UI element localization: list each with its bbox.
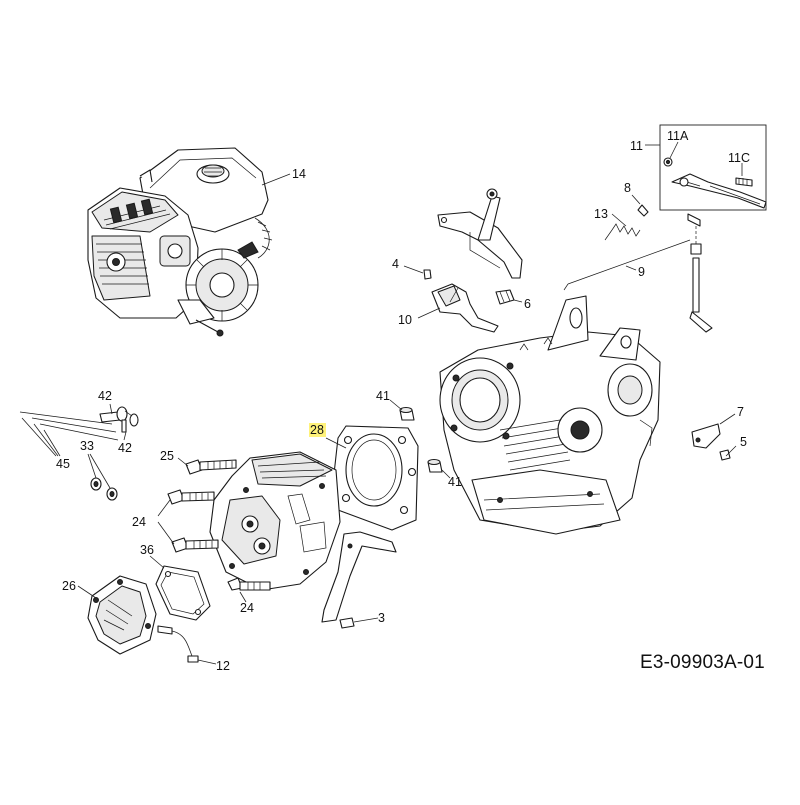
part-small-bracket <box>691 423 721 449</box>
part-head-gasket <box>331 425 419 531</box>
drawing-code: E3-09903A-01 <box>640 652 765 673</box>
part-cylinder-head <box>209 451 341 591</box>
callout-3: 3 <box>378 611 385 625</box>
part-valve <box>99 406 139 433</box>
part-screw-5 <box>719 445 737 461</box>
callout-5: 5 <box>740 435 747 449</box>
callout-7: 7 <box>737 405 744 419</box>
part-bolt-24b <box>171 537 219 553</box>
part-screw-4 <box>423 269 432 280</box>
callout-4: 4 <box>392 257 399 271</box>
part-breather-tube <box>157 625 199 663</box>
callout-28: 28 <box>310 423 324 437</box>
callout-14: 14 <box>292 167 306 181</box>
callout-6: 6 <box>524 297 531 311</box>
callout-33: 33 <box>80 439 94 453</box>
part-governor-bracket <box>437 188 523 279</box>
callout-24-lower: 24 <box>240 601 254 615</box>
callout-45: 45 <box>56 457 70 471</box>
callout-11: 11 <box>630 139 643 153</box>
callout-10: 10 <box>398 313 412 327</box>
part-governor-arm <box>431 283 499 333</box>
callout-42-top: 42 <box>98 389 112 403</box>
part-nut-6 <box>495 289 515 305</box>
callout-41-top: 41 <box>376 389 390 403</box>
callout-8: 8 <box>624 181 631 195</box>
callout-36: 36 <box>140 543 154 557</box>
part-dowel-pin-lower <box>427 459 443 473</box>
callout-12: 12 <box>216 659 230 673</box>
part-cover-gasket <box>155 565 211 621</box>
part-governor-spring <box>604 223 641 241</box>
callout-11c: 11C <box>728 151 750 165</box>
callout-41-bottom: 41 <box>448 475 462 489</box>
part-choke-rod <box>687 213 713 333</box>
part-bolt-24a <box>167 489 215 505</box>
part-engine-assembly <box>87 147 273 337</box>
part-spring-retainer <box>90 477 118 501</box>
part-bolt-25 <box>185 459 237 475</box>
part-crankcase <box>439 295 661 535</box>
callout-26: 26 <box>62 579 76 593</box>
callout-42-bottom: 42 <box>118 441 132 455</box>
callout-labels: 14 11 11A 11C 8 13 9 4 6 10 42 42 41 41 … <box>56 129 750 673</box>
callout-11a: 11A <box>667 129 689 143</box>
part-spring-clip <box>637 204 649 217</box>
callout-24-left: 24 <box>132 515 146 529</box>
part-valve-cover <box>87 575 157 655</box>
callout-13: 13 <box>594 207 608 221</box>
part-throttle-control-kit <box>659 124 767 211</box>
callout-9: 9 <box>638 265 645 279</box>
part-dowel-pin <box>399 407 415 421</box>
part-bolt-24c <box>227 577 271 591</box>
part-governor-rod <box>567 239 691 285</box>
highlight-28 <box>309 423 326 437</box>
part-lift-bracket <box>321 531 397 629</box>
part-push-rods <box>19 411 119 441</box>
callout-25: 25 <box>160 449 174 463</box>
